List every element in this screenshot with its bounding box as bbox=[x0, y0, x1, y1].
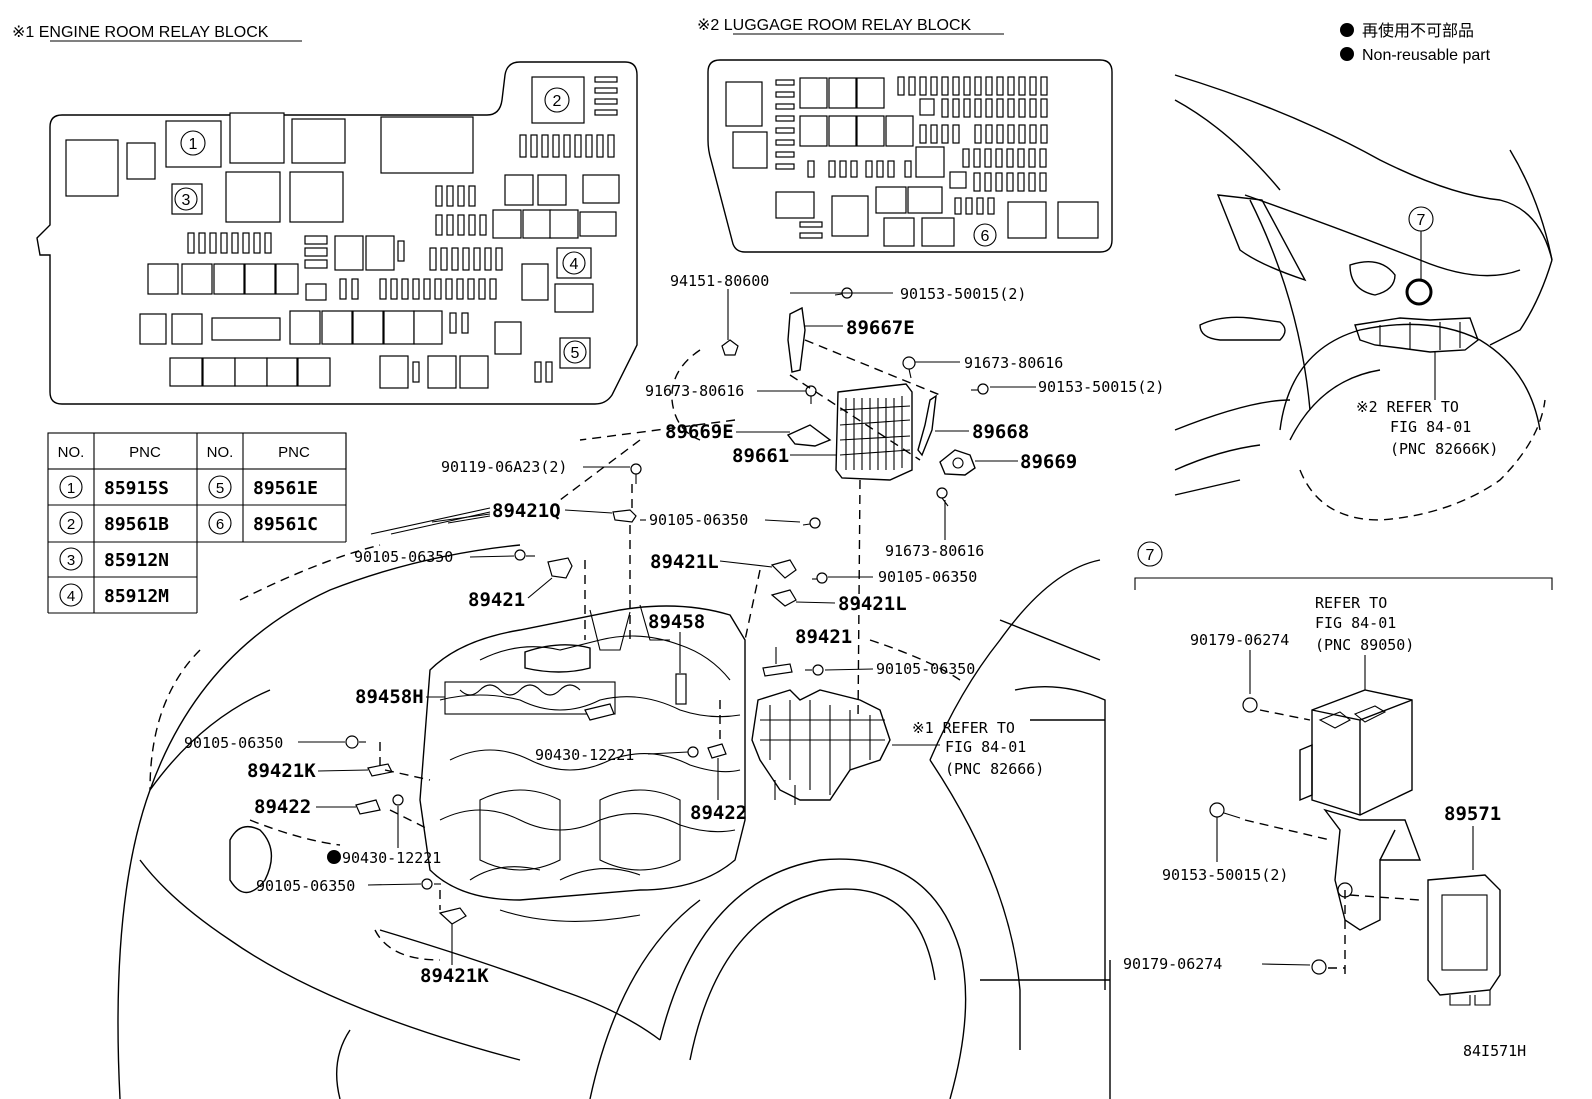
block-marker-3: 3 bbox=[182, 192, 191, 209]
bracket-89668 bbox=[917, 394, 937, 457]
ref1-line3: (PNC 82666) bbox=[945, 760, 1044, 778]
part-90430-12221-b: 90430-12221 bbox=[342, 849, 441, 867]
row-no: 2 bbox=[67, 516, 75, 533]
luggage-relay-block: 6 bbox=[707, 59, 1113, 253]
ref1-line1: ※1 REFER TO bbox=[912, 719, 1015, 737]
bracket-89669 bbox=[939, 449, 976, 476]
pnc-table: NO. PNC NO. PNC 1 85915S 5 89561E 2 8956… bbox=[47, 432, 347, 614]
part-89422-a: 89422 bbox=[254, 796, 311, 818]
part-89458H: 89458H bbox=[355, 686, 424, 708]
row-no: 5 bbox=[216, 480, 224, 497]
non-reusable-dot-icon bbox=[327, 850, 341, 864]
part-89421K-a: 89421K bbox=[247, 760, 316, 782]
fasteners bbox=[345, 287, 989, 925]
part-89571: 89571 bbox=[1444, 803, 1501, 825]
row-no: 4 bbox=[67, 588, 75, 605]
detail7-refer-line3: (PNC 89050) bbox=[1315, 636, 1414, 654]
row-no: 6 bbox=[216, 516, 224, 533]
part-90105-06350-f: 90105-06350 bbox=[256, 877, 355, 895]
col-no-2: NO. bbox=[207, 444, 234, 461]
detail-marker-7: 7 bbox=[1146, 547, 1155, 564]
part-91673-80616-c: 91673-80616 bbox=[885, 542, 984, 560]
engine-sketch bbox=[419, 604, 746, 922]
part-90105-06350-e: 90105-06350 bbox=[184, 734, 283, 752]
legend-en: Non-reusable part bbox=[1362, 47, 1491, 64]
col-pnc-2: PNC bbox=[278, 444, 310, 461]
part-91673-80616-a: 91673-80616 bbox=[964, 354, 1063, 372]
detail7-refer-line1: REFER TO bbox=[1315, 594, 1387, 612]
part-89421L-b: 89421L bbox=[838, 593, 907, 615]
part-90105-06350-c: 90105-06350 bbox=[878, 568, 977, 586]
detail7-refer-line2: FIG 84-01 bbox=[1315, 614, 1396, 632]
block-marker-6: 6 bbox=[981, 228, 990, 245]
part-89421Q: 89421Q bbox=[492, 500, 561, 522]
part-89458: 89458 bbox=[648, 611, 705, 633]
col-pnc: PNC bbox=[129, 444, 161, 461]
ref1-line2: FIG 84-01 bbox=[945, 738, 1026, 756]
non-reusable-dot-icon bbox=[1340, 23, 1354, 37]
location-circle-icon bbox=[1405, 278, 1433, 306]
luggage-room-relay-block-title: ※2 LUGGAGE ROOM RELAY BLOCK bbox=[697, 17, 972, 34]
row-pnc: 89561E bbox=[253, 478, 318, 499]
row-no: 1 bbox=[67, 480, 75, 497]
row-no: 3 bbox=[67, 552, 75, 569]
detail-marker-7-top: 7 bbox=[1417, 212, 1426, 229]
vehicle-rear-outline bbox=[1174, 74, 1553, 521]
block-marker-1: 1 bbox=[189, 136, 198, 153]
part-90105-06350-b: 90105-06350 bbox=[354, 548, 453, 566]
part-90105-06350-a: 90105-06350 bbox=[649, 511, 748, 529]
part-90179-06274-a: 90179-06274 bbox=[1190, 631, 1289, 649]
part-90153-50015-b: 90153-50015(2) bbox=[1038, 378, 1164, 396]
row-pnc: 85912N bbox=[104, 550, 169, 571]
part-89421-b: 89421 bbox=[795, 626, 852, 648]
part-89667E: 89667E bbox=[846, 317, 915, 339]
row-pnc: 85915S bbox=[104, 478, 169, 499]
part-94151-80600: 94151-80600 bbox=[670, 272, 769, 290]
part-89422-b: 89422 bbox=[690, 802, 747, 824]
part-89421K-b: 89421K bbox=[420, 965, 489, 987]
legend-jp: 再使用不可部品 bbox=[1362, 22, 1474, 40]
bracket-89669e bbox=[786, 424, 832, 447]
engine-relay-block: 1 2 3 4 5 bbox=[36, 61, 638, 405]
row-pnc: 89561B bbox=[104, 514, 169, 535]
row-pnc: 89561C bbox=[253, 514, 318, 535]
ecu-89661 bbox=[835, 383, 913, 481]
block-marker-4: 4 bbox=[570, 256, 579, 273]
alignment-dashes bbox=[239, 339, 961, 961]
luggage-junction-block bbox=[1354, 317, 1479, 353]
vehicle-front-outline bbox=[117, 544, 1111, 1099]
part-89421L-a: 89421L bbox=[650, 551, 719, 573]
part-90119-06A23: 90119-06A23(2) bbox=[441, 458, 567, 476]
detail-7: 7 REFER TO FIG 84-01 (PNC 89050) 90179-0… bbox=[1123, 541, 1553, 1006]
leader-lines bbox=[298, 289, 1036, 965]
row-pnc: 85912M bbox=[104, 586, 169, 607]
block-marker-5: 5 bbox=[571, 345, 580, 362]
part-90153-50015-a: 90153-50015(2) bbox=[900, 285, 1026, 303]
part-90153-50015-detail: 90153-50015(2) bbox=[1162, 866, 1288, 884]
part-89421-a: 89421 bbox=[468, 589, 525, 611]
engine-room-relay-block-title: ※1 ENGINE ROOM RELAY BLOCK bbox=[12, 24, 269, 41]
bracket-89667e bbox=[787, 306, 806, 373]
part-89668: 89668 bbox=[972, 421, 1029, 443]
non-reusable-dot-icon bbox=[1340, 47, 1354, 61]
ref2-line1: ※2 REFER TO bbox=[1356, 398, 1459, 416]
part-90430-12221-a: 90430-12221 bbox=[535, 746, 634, 764]
part-89661: 89661 bbox=[732, 445, 789, 467]
junction-block-bracket bbox=[751, 689, 891, 805]
part-90179-06274-b: 90179-06274 bbox=[1123, 955, 1222, 973]
part-91673-80616-b: 91673-80616 bbox=[645, 382, 744, 400]
ref2-line2: FIG 84-01 bbox=[1390, 418, 1471, 436]
figure-id: 84I571H bbox=[1463, 1042, 1526, 1060]
ref2-line3: (PNC 82666K) bbox=[1390, 440, 1498, 458]
col-no: NO. bbox=[58, 444, 85, 461]
part-89669: 89669 bbox=[1020, 451, 1077, 473]
part-89669E: 89669E bbox=[665, 421, 734, 443]
part-90105-06350-d: 90105-06350 bbox=[876, 660, 975, 678]
block-marker-2: 2 bbox=[553, 93, 562, 110]
